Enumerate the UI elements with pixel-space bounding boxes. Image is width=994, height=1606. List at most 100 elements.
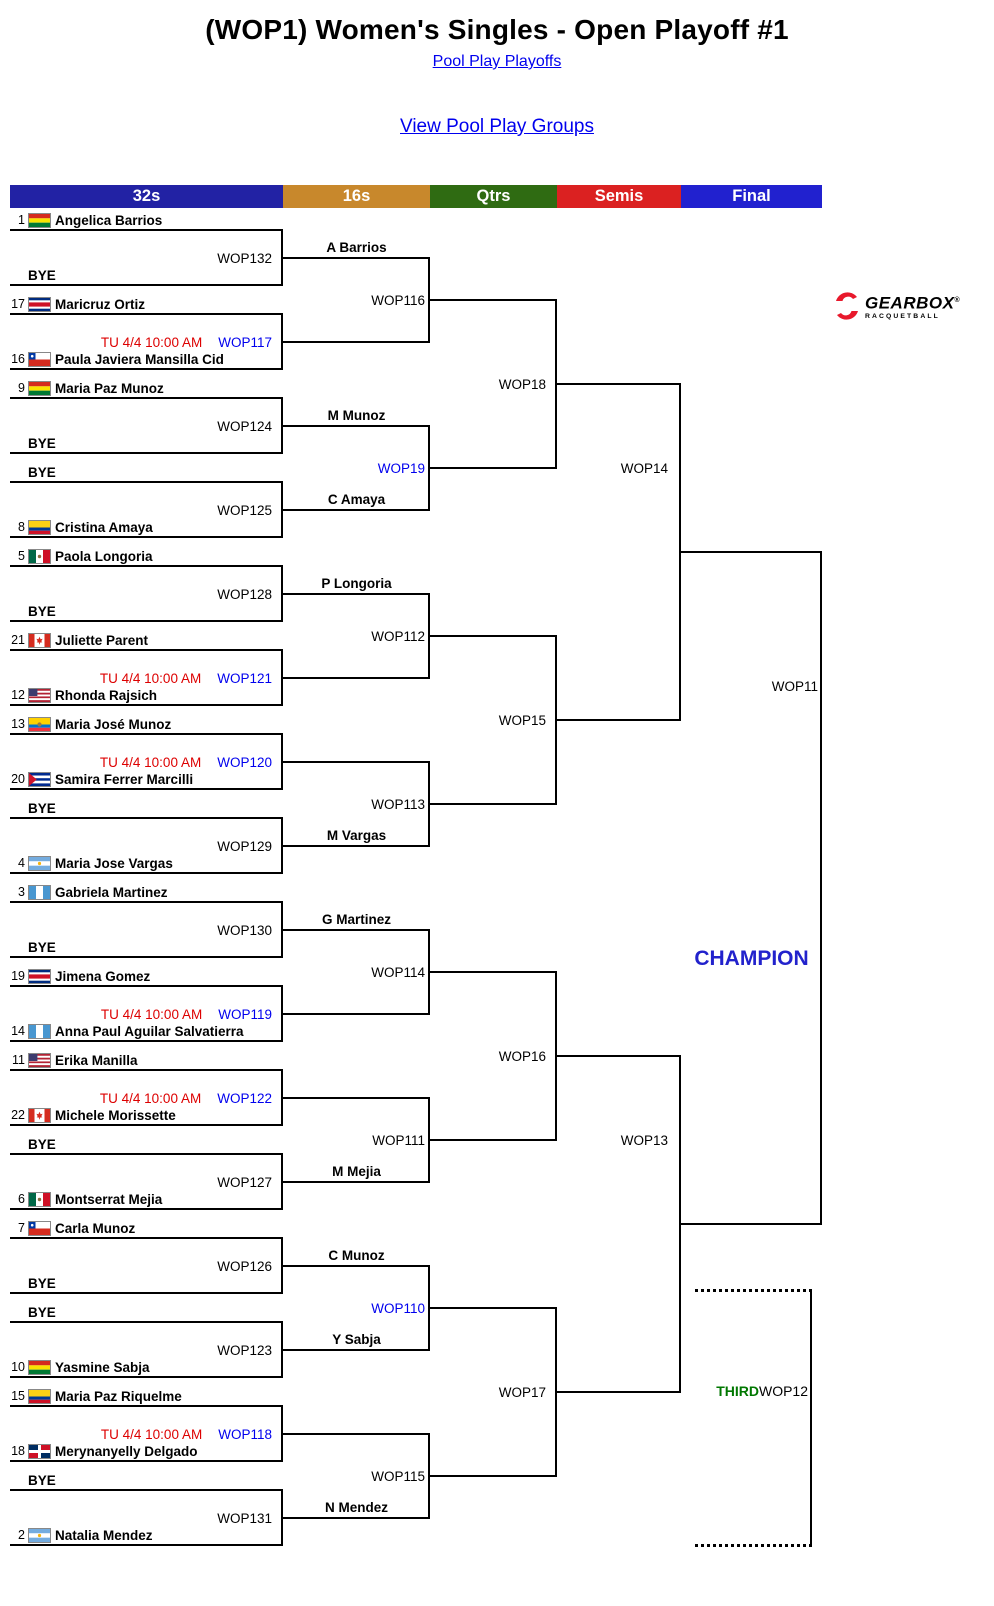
view-pool-play-groups-link[interactable]: View Pool Play Groups [400,116,594,137]
player-seed: 14 [11,1024,25,1038]
advancing-player-name: M Vargas [326,828,387,843]
flag-argentina-icon [28,1527,51,1543]
player-line [10,536,283,538]
bye-label: BYE [28,1304,56,1320]
advance-line [557,1391,681,1393]
advance-line [681,551,822,553]
player-name: Erika Manilla [55,1052,138,1068]
match-number[interactable]: WOP117 [218,335,272,350]
advance-line [283,593,430,595]
advance-line [283,341,430,343]
bracket-connector [281,1405,283,1462]
flag-canada-icon [28,1107,51,1123]
bye-slot: BYE [10,1471,283,1489]
column-header-Semis: Semis [557,185,681,208]
match-label: WOP132 [10,250,272,268]
player-seed: 6 [18,1192,25,1206]
match-number: WOP12 [758,1383,808,1399]
player-seed: 18 [11,1444,25,1458]
match-number[interactable]: WOP119 [218,1007,272,1022]
player-name: Paola Longoria [55,548,153,564]
player-line [10,788,283,790]
player-line [10,1405,283,1407]
bracket-connector [281,397,283,454]
match-label: WOP11 [687,678,818,696]
match-label: TU 4/4 10:00 AM WOP119 [10,1006,272,1024]
match-number: WOP132 [217,251,272,266]
advancing-player-name: A Barrios [326,240,387,255]
match-label: WOP110 [289,1300,425,1318]
advance-line [557,1055,681,1057]
flag-bolivia-icon [28,212,51,228]
bracket-connector [428,1433,430,1519]
player-name: Natalia Mendez [55,1527,153,1543]
bracket-connector [281,313,283,370]
advance-line [430,1475,557,1477]
match-number: WOP130 [217,923,272,938]
column-header-16s: 16s [283,185,430,208]
match-number[interactable]: WOP19 [377,461,425,476]
bye-label: BYE [28,1136,56,1152]
player-line [10,565,283,567]
flag-costa-rica-icon [28,968,51,984]
bye-label: BYE [28,1472,56,1488]
match-number[interactable]: WOP118 [218,1427,272,1442]
match-number: WOP127 [217,1175,272,1190]
bracket-connector [281,1237,283,1294]
advancing-player-name: C Munoz [328,1248,385,1263]
match-label: WOP16 [436,1048,546,1066]
player-line [10,313,283,315]
third-place-dotted-line [695,1289,812,1292]
column-header-32s: 32s [10,185,283,208]
bye-slot: BYE [10,434,283,452]
flag-usa-icon [28,1052,51,1068]
match-number[interactable]: WOP120 [217,755,272,770]
match-number: WOP131 [217,1511,272,1526]
player-slot: 18 Merynanyelly Delgado [10,1442,283,1460]
match-schedule: TU 4/4 10:00 AM [100,1007,203,1022]
match-number[interactable]: WOP121 [217,671,272,686]
flag-colombia-icon [28,519,51,535]
gearbox-brand-text: GEARBOX® [865,293,961,313]
advance-line [283,761,430,763]
player-name: Carla Munoz [55,1220,136,1236]
player-name: Juliette Parent [55,632,149,648]
page-title: (WOP1) Women's Singles - Open Playoff #1 [205,14,789,45]
bracket-connector [428,257,430,343]
match-number[interactable]: WOP122 [217,1091,272,1106]
gearbox-logo[interactable]: GEARBOX® RACQUETBALL [833,292,960,321]
player-name: Samira Ferrer Marcilli [55,771,194,787]
bye-label: BYE [28,1275,56,1291]
bracket-connector [281,1489,283,1546]
match-number[interactable]: WOP110 [371,1301,425,1316]
match-label: WOP126 [10,1258,272,1276]
player-line [10,284,283,286]
match-label: WOP116 [289,292,425,310]
player-slot: 6 Montserrat Mejia [10,1190,283,1208]
pool-play-playoffs-link[interactable]: Pool Play Playoffs [432,53,562,70]
bracket-connector [281,1153,283,1210]
player-seed: 9 [18,381,25,395]
player-seed: 16 [11,352,25,366]
player-line [10,229,283,231]
player-name: Merynanyelly Delgado [55,1443,198,1459]
advance-line [283,1013,430,1015]
player-seed: 17 [11,297,25,311]
player-line [10,481,283,483]
bracket-connector [281,229,283,286]
player-seed: 22 [11,1108,25,1122]
player-name: Montserrat Mejia [55,1191,163,1207]
player-line [10,1460,283,1462]
bracket-connector [281,1321,283,1378]
player-line [10,649,283,651]
player-line [10,1124,283,1126]
bracket-connector [428,425,430,511]
player-seed: 12 [11,688,25,702]
advance-line [283,509,430,511]
match-label: WOP130 [10,922,272,940]
